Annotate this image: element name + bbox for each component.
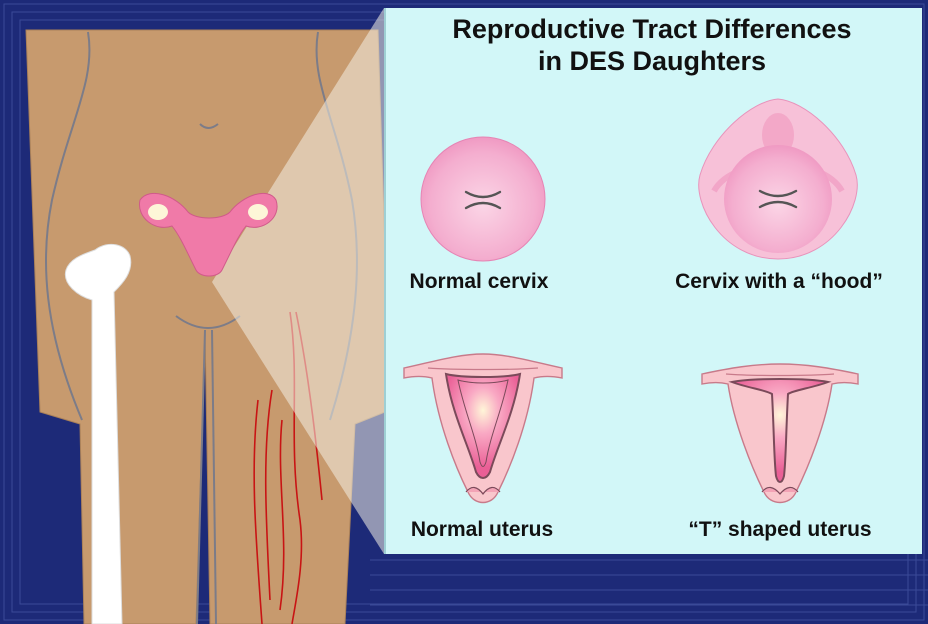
title-line-1: Reproductive Tract Differences [384, 13, 920, 45]
normal-uterus-illustration [402, 344, 564, 512]
normal-cervix-illustration [410, 136, 556, 262]
hooded-cervix-illustration [694, 95, 862, 263]
normal-uterus-label: Normal uterus [384, 518, 580, 542]
title-line-2: in DES Daughters [384, 45, 920, 77]
t-shaped-uterus-label: “T” shaped uterus [664, 518, 896, 542]
normal-cervix-label: Normal cervix [384, 270, 574, 294]
diagram-title: Reproductive Tract Differences in DES Da… [384, 13, 920, 77]
t-shaped-uterus-illustration [700, 360, 860, 512]
hooded-cervix-label: Cervix with a “hood” [652, 270, 906, 294]
